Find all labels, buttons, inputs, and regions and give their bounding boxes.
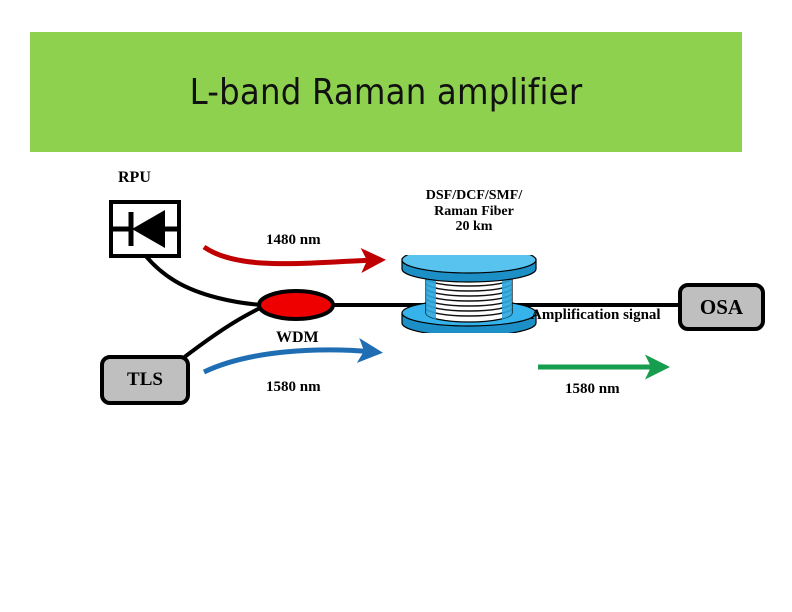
pump-wavelength-label: 1480 nm bbox=[266, 232, 321, 248]
page-title: L-band Raman amplifier bbox=[189, 71, 583, 113]
amplification-signal-label: Amplification signal bbox=[531, 307, 661, 323]
fiber-line-3: 20 km bbox=[455, 219, 493, 235]
wdm-label: WDM bbox=[276, 329, 319, 346]
rpu-laser-diode-box[interactable] bbox=[109, 200, 181, 258]
signal-input-arrow bbox=[202, 338, 383, 375]
tls-box[interactable]: TLS bbox=[100, 355, 190, 405]
laser-diode-icon bbox=[109, 200, 181, 258]
signal-input-wavelength-label: 1580 nm bbox=[266, 379, 321, 395]
osa-box[interactable]: OSA bbox=[678, 283, 765, 331]
fiber-line-2: Raman Fiber bbox=[434, 203, 514, 219]
pump-arrow bbox=[202, 244, 386, 273]
fiber-spool-icon bbox=[401, 246, 537, 337]
fiber-type-label: DSF/DCF/SMF/ Raman Fiber 20 km bbox=[400, 188, 548, 235]
signal-output-wavelength-label: 1580 nm bbox=[565, 381, 620, 397]
fiber-spool[interactable] bbox=[396, 246, 542, 337]
wdm-ellipse bbox=[257, 289, 335, 321]
rpu-label: RPU bbox=[118, 169, 151, 186]
fiber-line-1: DSF/DCF/SMF/ bbox=[425, 188, 523, 203]
osa-label: OSA bbox=[699, 294, 744, 319]
title-banner: L-band Raman amplifier bbox=[30, 32, 742, 152]
tls-label: TLS bbox=[127, 369, 163, 390]
